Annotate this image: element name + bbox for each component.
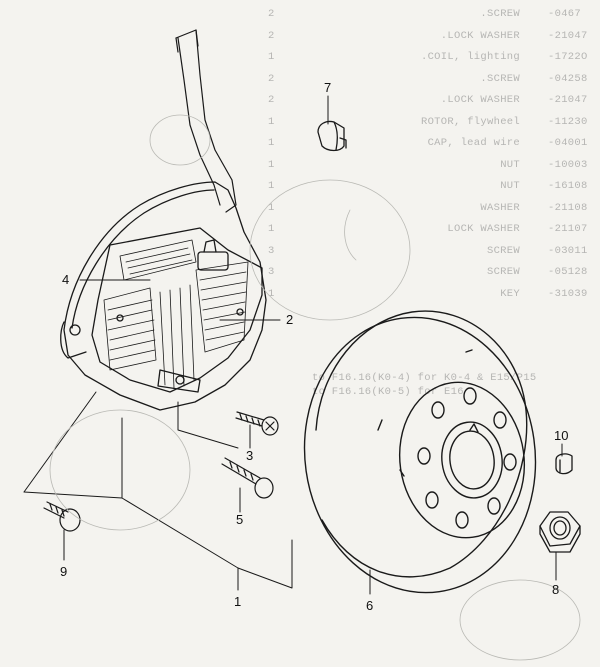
bleed-part-qty: 2 (268, 8, 275, 20)
bleed-part-code: -04258 (548, 72, 588, 85)
bleed-part-code: -05128 (548, 266, 588, 278)
cap-7 (317, 120, 347, 152)
callout-9: 9 (60, 564, 67, 579)
bleed-part-qty: 1 (268, 201, 275, 214)
bleed-part-desc: .LOCK WASHER (440, 29, 520, 42)
bleed-part-code: -0467 (548, 8, 582, 20)
bleed-part-code: -03011 (548, 244, 588, 257)
bleed-through-sketch (49, 114, 581, 661)
bleed-part-qty: 1 (268, 115, 275, 128)
bleed-part-code: -21108 (548, 201, 588, 214)
callout-10: 10 (554, 428, 568, 443)
bleed-part-qty: 1 (268, 137, 275, 149)
flywheel-rotor-6 (303, 310, 537, 594)
bleed-part-qty: 2 (268, 72, 275, 85)
bleed-part-desc: WASHER (480, 201, 520, 214)
bleed-part-qty: 3 (268, 266, 275, 278)
bleed-part-qty: 1 (268, 180, 275, 192)
bleed-part-desc: NUT (500, 180, 520, 192)
callout-3: 3 (246, 448, 253, 463)
bleed-part-code: -11230 (548, 115, 588, 128)
bleed-part-desc: LOCK WASHER (447, 223, 520, 235)
bleed-part-desc: KEY (500, 287, 520, 300)
bleed-part-desc: ROTOR, flywheel (420, 115, 520, 128)
callout-1: 1 (234, 594, 241, 609)
callout-labels: 4 2 7 3 5 9 1 6 10 8 (60, 80, 568, 613)
bleed-part-qty: 2 (268, 29, 275, 42)
callout-5: 5 (236, 512, 243, 527)
bleed-part-desc: NUT (500, 158, 520, 171)
callout-7: 7 (324, 80, 331, 95)
bleed-part-code: -31039 (548, 287, 588, 300)
screw-3 (235, 411, 279, 436)
bleed-part-desc: .COIL, lighting (420, 51, 520, 63)
leader-lines (23, 95, 563, 595)
bleed-part-qty: 2 (268, 94, 275, 106)
bleed-part-code: -1722O (548, 51, 588, 63)
bleed-part-code: -16108 (548, 180, 588, 192)
bleed-part-desc: SCREW (486, 266, 520, 278)
callout-8: 8 (552, 582, 559, 597)
callout-2: 2 (286, 312, 293, 327)
screw-5 (221, 457, 274, 499)
bleed-part-qty: 1 (268, 287, 275, 300)
stator-assembly (60, 181, 267, 411)
bleed-part-code: -21047 (548, 94, 588, 106)
nut-8 (539, 511, 581, 553)
bleed-part-code: -04001 (548, 137, 588, 149)
screw-9 (43, 501, 81, 532)
bleed-part-code: -10003 (548, 158, 588, 171)
lead-wire-harness (175, 29, 237, 213)
bleed-part-desc: SCREW (486, 244, 520, 257)
bleed-part-desc: .SCREW (480, 72, 520, 85)
bleed-part-qty: 1 (268, 223, 275, 235)
bleed-note: to F16.16(K0-4) for K0-4 & E15/P15 (312, 372, 537, 384)
bleed-part-qty: 1 (268, 158, 275, 171)
callout-4: 4 (62, 272, 69, 287)
key-10 (555, 453, 573, 475)
bleed-part-desc: CAP, lead wire (427, 137, 520, 149)
callout-6: 6 (366, 598, 373, 613)
bleed-part-desc: .LOCK WASHER (440, 94, 520, 106)
bleed-part-qty: 3 (268, 244, 275, 257)
bleed-part-code: -21107 (548, 223, 588, 235)
bleed-part-code: -21047 (548, 29, 588, 42)
bleed-part-qty: 1 (268, 51, 275, 63)
bleed-part-desc: .SCREW (480, 8, 520, 20)
